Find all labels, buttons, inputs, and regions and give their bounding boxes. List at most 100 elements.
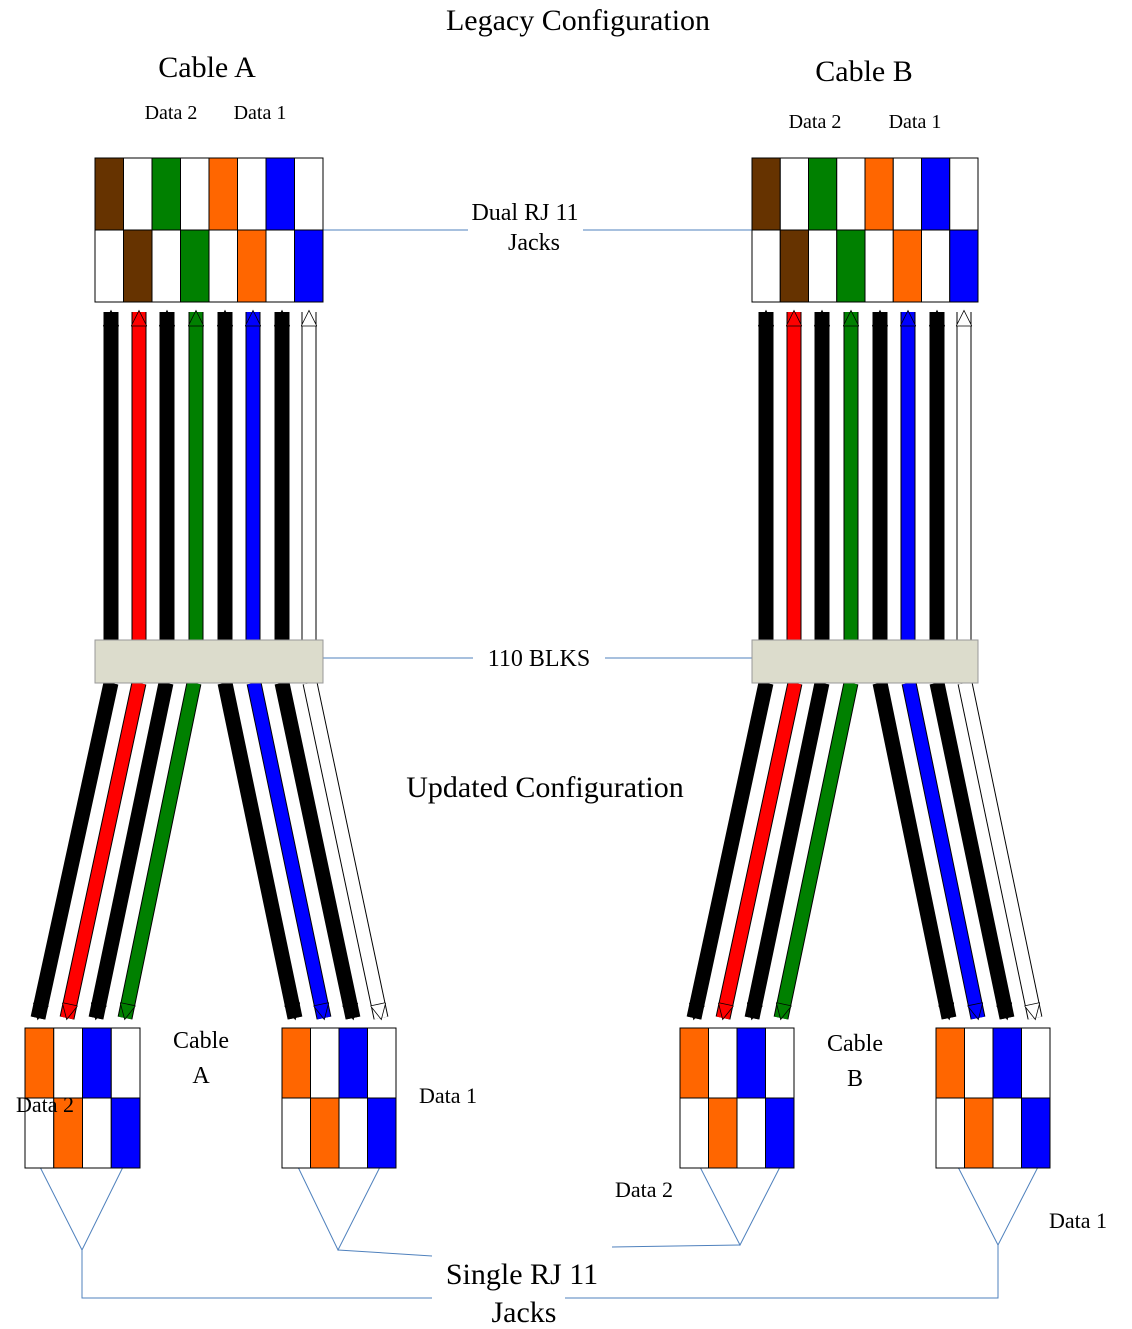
jack-cell-blue xyxy=(949,229,979,303)
jack-cell-orange xyxy=(679,1027,709,1099)
jack-cell-white xyxy=(992,1097,1022,1169)
wire-stroke xyxy=(275,681,360,1018)
wire-red xyxy=(715,681,803,1018)
wire-black xyxy=(686,681,774,1018)
wire-stroke xyxy=(873,681,956,1018)
single-a-data2-label: Data 2 xyxy=(16,1092,74,1117)
wire-blue xyxy=(246,681,332,1018)
jack-cell-orange xyxy=(935,1027,965,1099)
labels: Legacy Configuration Updated Configurati… xyxy=(16,4,1107,1329)
jack-cell-orange xyxy=(24,1027,55,1099)
wire-stroke xyxy=(60,681,146,1018)
wire-stroke xyxy=(218,681,302,1018)
jack-cell-blue xyxy=(82,1027,112,1099)
cable-a-bottom-label-line2: A xyxy=(192,1063,210,1089)
leader-fork-b-data1 xyxy=(957,1166,1039,1247)
wire-stroke xyxy=(745,681,829,1018)
jack-cell-orange xyxy=(864,157,894,231)
jack-cell-white xyxy=(864,229,894,303)
jack-cell-white xyxy=(1021,1027,1051,1099)
jack-cell-blue xyxy=(338,1027,368,1099)
jack-cell-white xyxy=(53,1027,83,1099)
single-rj11-jack-b-data1 xyxy=(935,1027,1051,1169)
jack-cell-white xyxy=(151,229,181,303)
wire-black xyxy=(744,681,830,1018)
jack-cell-blue xyxy=(1021,1097,1051,1169)
wire-black xyxy=(274,681,361,1018)
jack-cell-white xyxy=(751,229,781,303)
wire-blue xyxy=(901,681,986,1018)
jack-cell-white xyxy=(208,229,238,303)
jack-cell-orange xyxy=(237,229,267,303)
wire-stroke xyxy=(930,681,1014,1018)
jack-cell-white xyxy=(123,157,153,231)
wire-stroke xyxy=(687,681,773,1018)
wire-white xyxy=(957,681,1043,1018)
jack-cell-blue xyxy=(265,157,295,231)
jack-cell-white xyxy=(180,157,210,231)
jack-cell-orange xyxy=(53,1097,83,1169)
jack-cell-white xyxy=(338,1097,368,1169)
jack-cell-orange xyxy=(892,229,922,303)
wire-stroke xyxy=(902,681,985,1018)
jack-cell-white xyxy=(736,1097,766,1169)
wire-stroke xyxy=(118,681,201,1018)
jack-cell-white xyxy=(935,1097,965,1169)
leader-single-a1 xyxy=(337,1249,433,1257)
single-b-data1-label: Data 1 xyxy=(1049,1208,1107,1233)
jack-cell-white xyxy=(964,1027,994,1099)
title: Legacy Configuration xyxy=(446,4,710,37)
wire-stroke xyxy=(31,681,118,1018)
cable-b-bottom-label-line2: B xyxy=(847,1066,863,1092)
leader-single-left xyxy=(81,1250,432,1299)
wire-red xyxy=(59,681,147,1018)
wire-green xyxy=(773,681,859,1018)
jack-cell-white xyxy=(949,157,979,231)
block-110-b xyxy=(751,639,979,684)
cable-b-top-label: Cable B xyxy=(815,55,913,88)
jack-cell-brown xyxy=(123,229,153,303)
dual-jacks-label-line2: Jacks xyxy=(508,230,560,256)
jack-cell-white xyxy=(310,1027,340,1099)
leader-single-right xyxy=(565,1245,999,1299)
jack-cell-white xyxy=(82,1097,112,1169)
jack-cell-white xyxy=(94,229,124,303)
jack-cell-orange xyxy=(208,157,238,231)
wire-stroke xyxy=(303,681,388,1018)
jack-cell-blue xyxy=(736,1027,766,1099)
wire-black xyxy=(30,681,119,1018)
jack-cell-brown xyxy=(779,229,809,303)
cable-b-data2-label: Data 2 xyxy=(789,111,842,133)
jack-cell-white xyxy=(237,157,267,231)
wire-black xyxy=(929,681,1015,1018)
block-110-a xyxy=(94,639,324,684)
subtitle: Updated Configuration xyxy=(406,771,683,804)
wire-green xyxy=(117,681,202,1018)
jack-cell-orange xyxy=(708,1097,738,1169)
leader-fork-b-data2 xyxy=(699,1166,781,1247)
jack-cell-white xyxy=(836,157,866,231)
blocks-label: 110 BLKS xyxy=(488,646,590,672)
leader-fork-a-data1 xyxy=(297,1166,381,1252)
cable-b-bottom-label-line1: Cable xyxy=(827,1031,883,1057)
dual-rj11-jack-a xyxy=(94,157,324,303)
single-a-data1-label: Data 1 xyxy=(419,1083,477,1108)
cable-a-data1-label: Data 1 xyxy=(234,102,287,124)
cable-a-bottom-label-line1: Cable xyxy=(173,1028,229,1054)
jack-cell-blue xyxy=(294,229,324,303)
cable-a-top-label: Cable A xyxy=(158,51,256,84)
jack-cell-brown xyxy=(94,157,124,231)
jack-cell-white xyxy=(367,1027,397,1099)
blocks-group xyxy=(94,639,979,684)
jack-cell-white xyxy=(779,157,809,231)
jack-cell-blue xyxy=(110,1097,141,1169)
single-jacks-label-line1: Single RJ 11 xyxy=(446,1258,598,1291)
jack-cell-green xyxy=(151,157,181,231)
leader-fork-a-data2 xyxy=(39,1166,124,1252)
single-rj11-jack-a-data2 xyxy=(24,1027,141,1169)
single-rj11-jack-a-data1 xyxy=(281,1027,397,1169)
jacks-group xyxy=(24,157,1051,1169)
single-rj11-jack-b-data2 xyxy=(679,1027,795,1169)
leader-single-b2 xyxy=(611,1244,741,1248)
wire-black xyxy=(872,681,957,1018)
